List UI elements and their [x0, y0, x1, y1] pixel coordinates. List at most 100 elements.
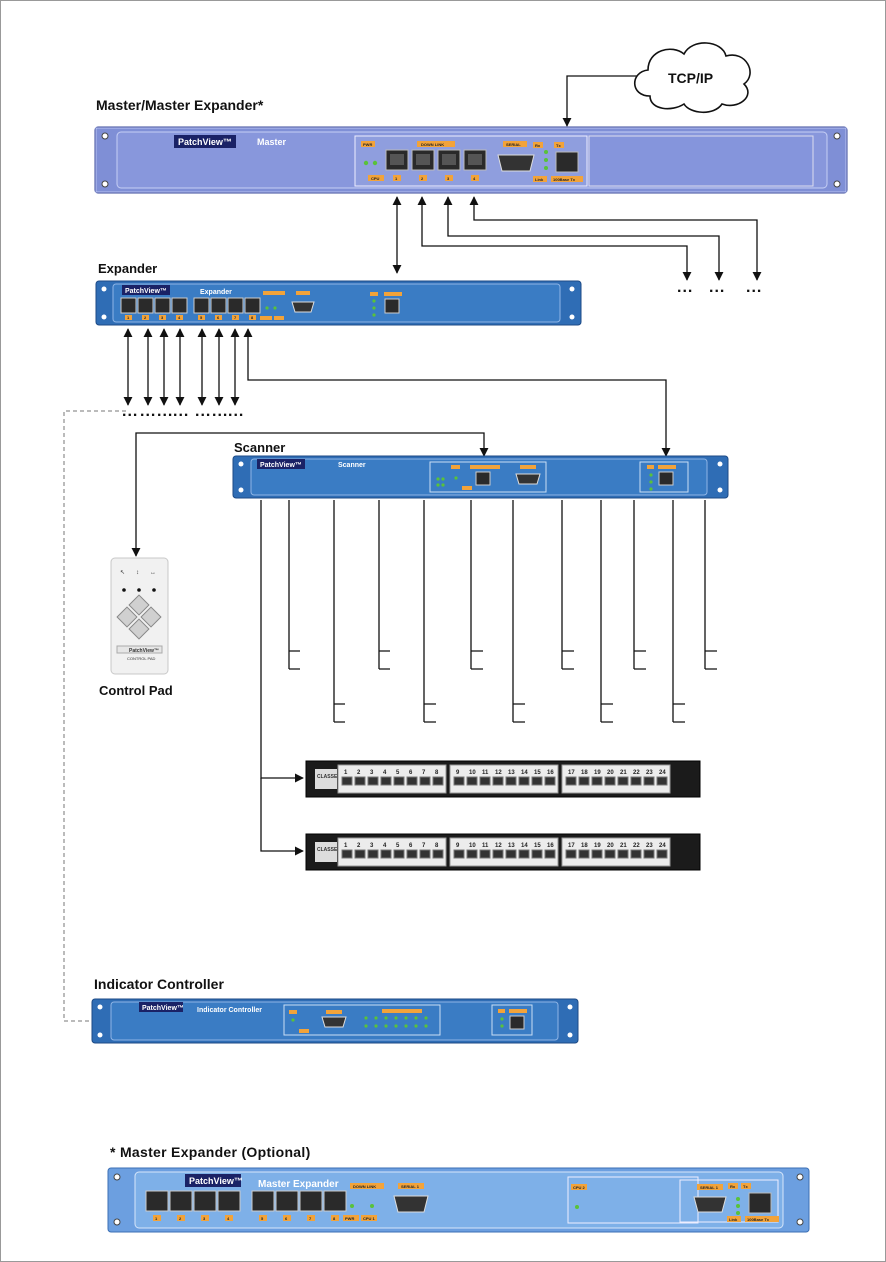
patch-panel-2-port-22: [630, 849, 642, 859]
continuation-dots-5: ...: [140, 403, 156, 420]
scanner-ethernet-port-1: [475, 471, 491, 486]
expander-port-7-label: 7: [234, 315, 237, 320]
patch-panel-1-port-label-8: 8: [435, 770, 439, 776]
master-link-label: Link: [535, 177, 544, 182]
master-expander-port-label-5: 5: [261, 1216, 264, 1221]
continuation-dots-9: ...: [212, 403, 228, 420]
patch-panel-1-port-12: [492, 776, 504, 786]
scanner-drop-9: [633, 500, 646, 670]
master-expander-port-6: [275, 1190, 299, 1212]
scanner-drop-6: [512, 500, 525, 723]
master-expander-port-5: [251, 1190, 275, 1212]
patch-panel-2-port-label-4: 4: [383, 843, 387, 849]
patch-panel-2-port-4: [380, 849, 392, 859]
master-cpu-label: CPU: [371, 176, 380, 181]
patch-panel-1-port-7: [419, 776, 431, 786]
scanner-drop-4: [423, 500, 436, 723]
master-port-4-label: 4: [473, 176, 476, 181]
patch-panel-1-cat-label: CLASSE: [317, 774, 338, 780]
indicator-controller-unit: PatchView™ Indicator Controller: [91, 998, 579, 1044]
patch-panel-2-port-label-18: 18: [581, 843, 588, 849]
patch-panel-1-port-label-7: 7: [422, 770, 426, 776]
master-expander-rx-label: Rx: [730, 1184, 736, 1189]
master-expander-name: Master Expander: [258, 1179, 339, 1190]
scanner-drop-3: [378, 500, 390, 670]
patch-panel-2-port-label-22: 22: [633, 843, 640, 849]
master-expander-serial-port-1-icon: [393, 1195, 429, 1213]
patch-panel-1-port-13: [505, 776, 517, 786]
patch-panel-1-port-17: [565, 776, 577, 786]
continuation-dots-4: ...: [122, 403, 138, 420]
patch-panel-1-port-label-23: 23: [646, 770, 653, 776]
patch-panel-1-port-11: [479, 776, 491, 786]
master-serial-label: SERIAL: [506, 142, 521, 147]
patch-panel-2-port-21: [617, 849, 629, 859]
control-pad-title: Control Pad: [99, 683, 173, 698]
patch-panel-1-port-21: [617, 776, 629, 786]
patch-panel-2-port-label-24: 24: [659, 843, 666, 849]
master-expander-serial-2-label: SERIAL 1: [700, 1185, 719, 1190]
patch-panel-1-port-label-9: 9: [456, 770, 460, 776]
master-expander-downlink-label: DOWN LINK: [353, 1184, 376, 1189]
scanner-ethernet-port-2: [658, 471, 674, 486]
patch-panel-1-port-24: [656, 776, 668, 786]
patch-panel-1-port-2: [354, 776, 366, 786]
master-ports: [385, 149, 487, 171]
master-port-3-label: 3: [447, 176, 450, 181]
patch-panel-1-port-9: [453, 776, 465, 786]
patch-panel-1-port-label-1: 1: [344, 770, 348, 776]
control-pad-arrow-icon-2: ↕: [136, 570, 139, 576]
patch-panel-1-port-20: [604, 776, 616, 786]
master-expander-serial-port-2-icon: [693, 1196, 727, 1213]
master-expander-cpu-2-label: CPU 2: [573, 1185, 586, 1190]
master-expander-port-8: [323, 1190, 347, 1212]
patch-panel-1-port-3: [367, 776, 379, 786]
control-pad-brand: PatchView™: [129, 648, 159, 654]
patch-panel-1-port-label-4: 4: [383, 770, 387, 776]
scanner-serial-port-icon: [515, 473, 541, 485]
master-pwr-label: PWR: [363, 142, 372, 147]
downlink-wire-4: [469, 196, 762, 281]
patch-panel-1-port-label-18: 18: [581, 770, 588, 776]
master-expander-port-2: [169, 1190, 193, 1212]
patch-panel-1-port-5: [393, 776, 405, 786]
scanner-drop-10: [672, 500, 685, 723]
continuation-dots-2: ...: [709, 279, 725, 296]
patch-panel-1-port-10: [466, 776, 478, 786]
master-serial-port-icon: [497, 154, 535, 172]
continuation-dots-6: ...: [157, 403, 173, 420]
master-logo: PatchView™: [178, 137, 232, 147]
expander-port-2-label: 2: [144, 315, 147, 320]
patch-panel-2-port-label-19: 19: [594, 843, 601, 849]
tcpip-label: TCP/IP: [668, 70, 713, 86]
scanner-to-panel-2-wire: [260, 778, 304, 856]
patch-panel-1-port-1: [341, 776, 353, 786]
master-expander-cpu-1-label: CPU 1: [363, 1216, 376, 1221]
master-expander-port-4: [217, 1190, 241, 1212]
scanner-drop-8: [600, 500, 613, 723]
patch-panel-2-port-16: [544, 849, 556, 859]
master-port-2-label: 2: [421, 176, 424, 181]
scanner-unit: PatchView™ Scanner: [232, 455, 729, 499]
patch-panel-2-port-label-23: 23: [646, 843, 653, 849]
tcpip-cloud-icon: TCP/IP: [633, 42, 751, 114]
expander-serial-port-icon: [291, 301, 315, 313]
expander-port-8-label: 8: [251, 315, 254, 320]
master-speed-label: 100Base Tx: [553, 177, 576, 182]
master-expander-link-label: Link: [729, 1217, 738, 1222]
master-downlink-label: DOWN LINK: [421, 142, 444, 147]
patch-panel-2-port-label-1: 1: [344, 843, 348, 849]
indicator-controller-ethernet-port: [509, 1015, 525, 1030]
control-pad-caption: CONTROL PAD: [127, 656, 156, 661]
patch-panel-2-port-1: [341, 849, 353, 859]
master-expander-port-1: [145, 1190, 169, 1212]
patch-panel-2-port-label-3: 3: [370, 843, 374, 849]
indicator-controller-title: Indicator Controller: [94, 976, 224, 992]
continuation-dots-8: ...: [195, 403, 211, 420]
patch-panel-1-port-label-15: 15: [534, 770, 541, 776]
patch-panel-2-port-11: [479, 849, 491, 859]
tcpip-uplink-wire: [562, 75, 644, 127]
patch-panel-2-port-7: [419, 849, 431, 859]
